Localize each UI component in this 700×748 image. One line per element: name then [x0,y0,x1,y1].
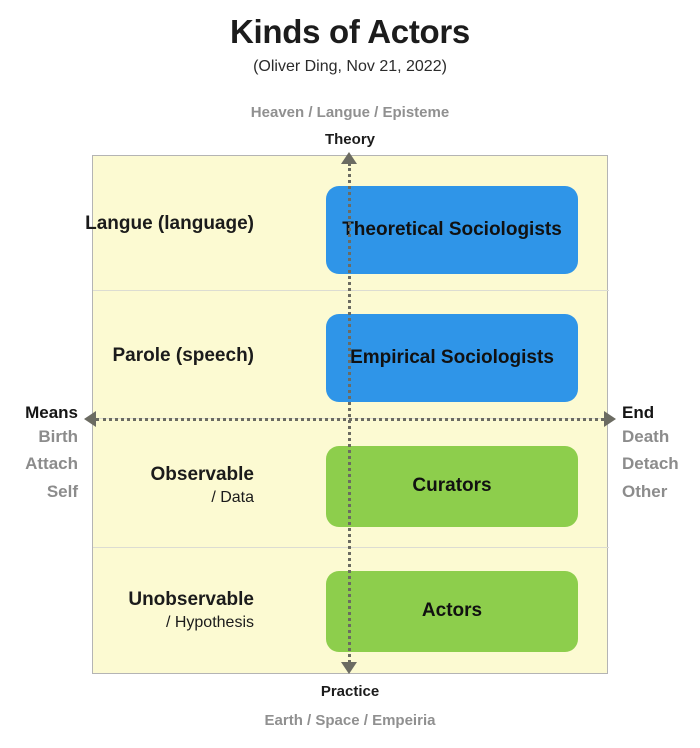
arrow-left-icon [84,411,96,427]
row-sublabel-text: / Data [211,488,254,506]
right-axis-item-1: Detach [622,454,679,474]
row-label-text: Langue (language) [85,213,254,234]
arrow-up-icon [341,152,357,164]
row-divider [93,290,609,291]
row-label-observable: Observable / Data [20,463,255,508]
arrow-down-icon [341,662,357,674]
row-label-text: Unobservable [128,589,254,610]
row-label-parole: Parole (speech) [20,344,255,368]
right-axis-head: End [622,403,655,422]
row-sublabel-text: / Hypothesis [165,613,254,631]
left-axis-item-2: Self [46,481,78,501]
left-axis-head: Means [25,403,78,422]
row-divider [93,547,609,548]
page-title: Kinds of Actors [230,13,470,50]
vertical-axis-line [348,163,351,663]
left-axis-item-1: Attach [25,454,78,474]
page-subtitle: (Oliver Ding, Nov 21, 2022) [253,58,447,75]
row-label-text: Observable [150,464,255,485]
node-theoretical-sociologists[interactable]: Theoretical Sociologists [326,186,578,274]
bottom-axis-secondary-label: Earth / Space / Empeiria [264,712,436,729]
left-axis-item-0: Birth [38,426,78,446]
arrow-right-icon [604,411,616,427]
node-empirical-sociologists[interactable]: Empirical Sociologists [326,314,578,402]
node-curators[interactable]: Curators [326,446,578,527]
top-axis-label: Theory [324,131,375,148]
row-label-text: Parole (speech) [112,345,255,366]
top-axis-secondary-label: Heaven / Langue / Episteme [250,104,450,121]
right-axis-item-2: Other [622,481,668,501]
node-actors[interactable]: Actors [326,571,578,652]
right-axis-item-0: Death [622,426,670,446]
left-axis-labels: Means Birth Attach Self [0,403,78,505]
row-label-langue: Langue (language) [20,212,254,236]
bottom-axis-label: Practice [320,683,380,700]
horizontal-axis-line [96,418,604,421]
row-label-unobservable: Unobservable / Hypothesis [20,588,254,633]
right-axis-labels: End Death Detach Other [622,403,700,505]
